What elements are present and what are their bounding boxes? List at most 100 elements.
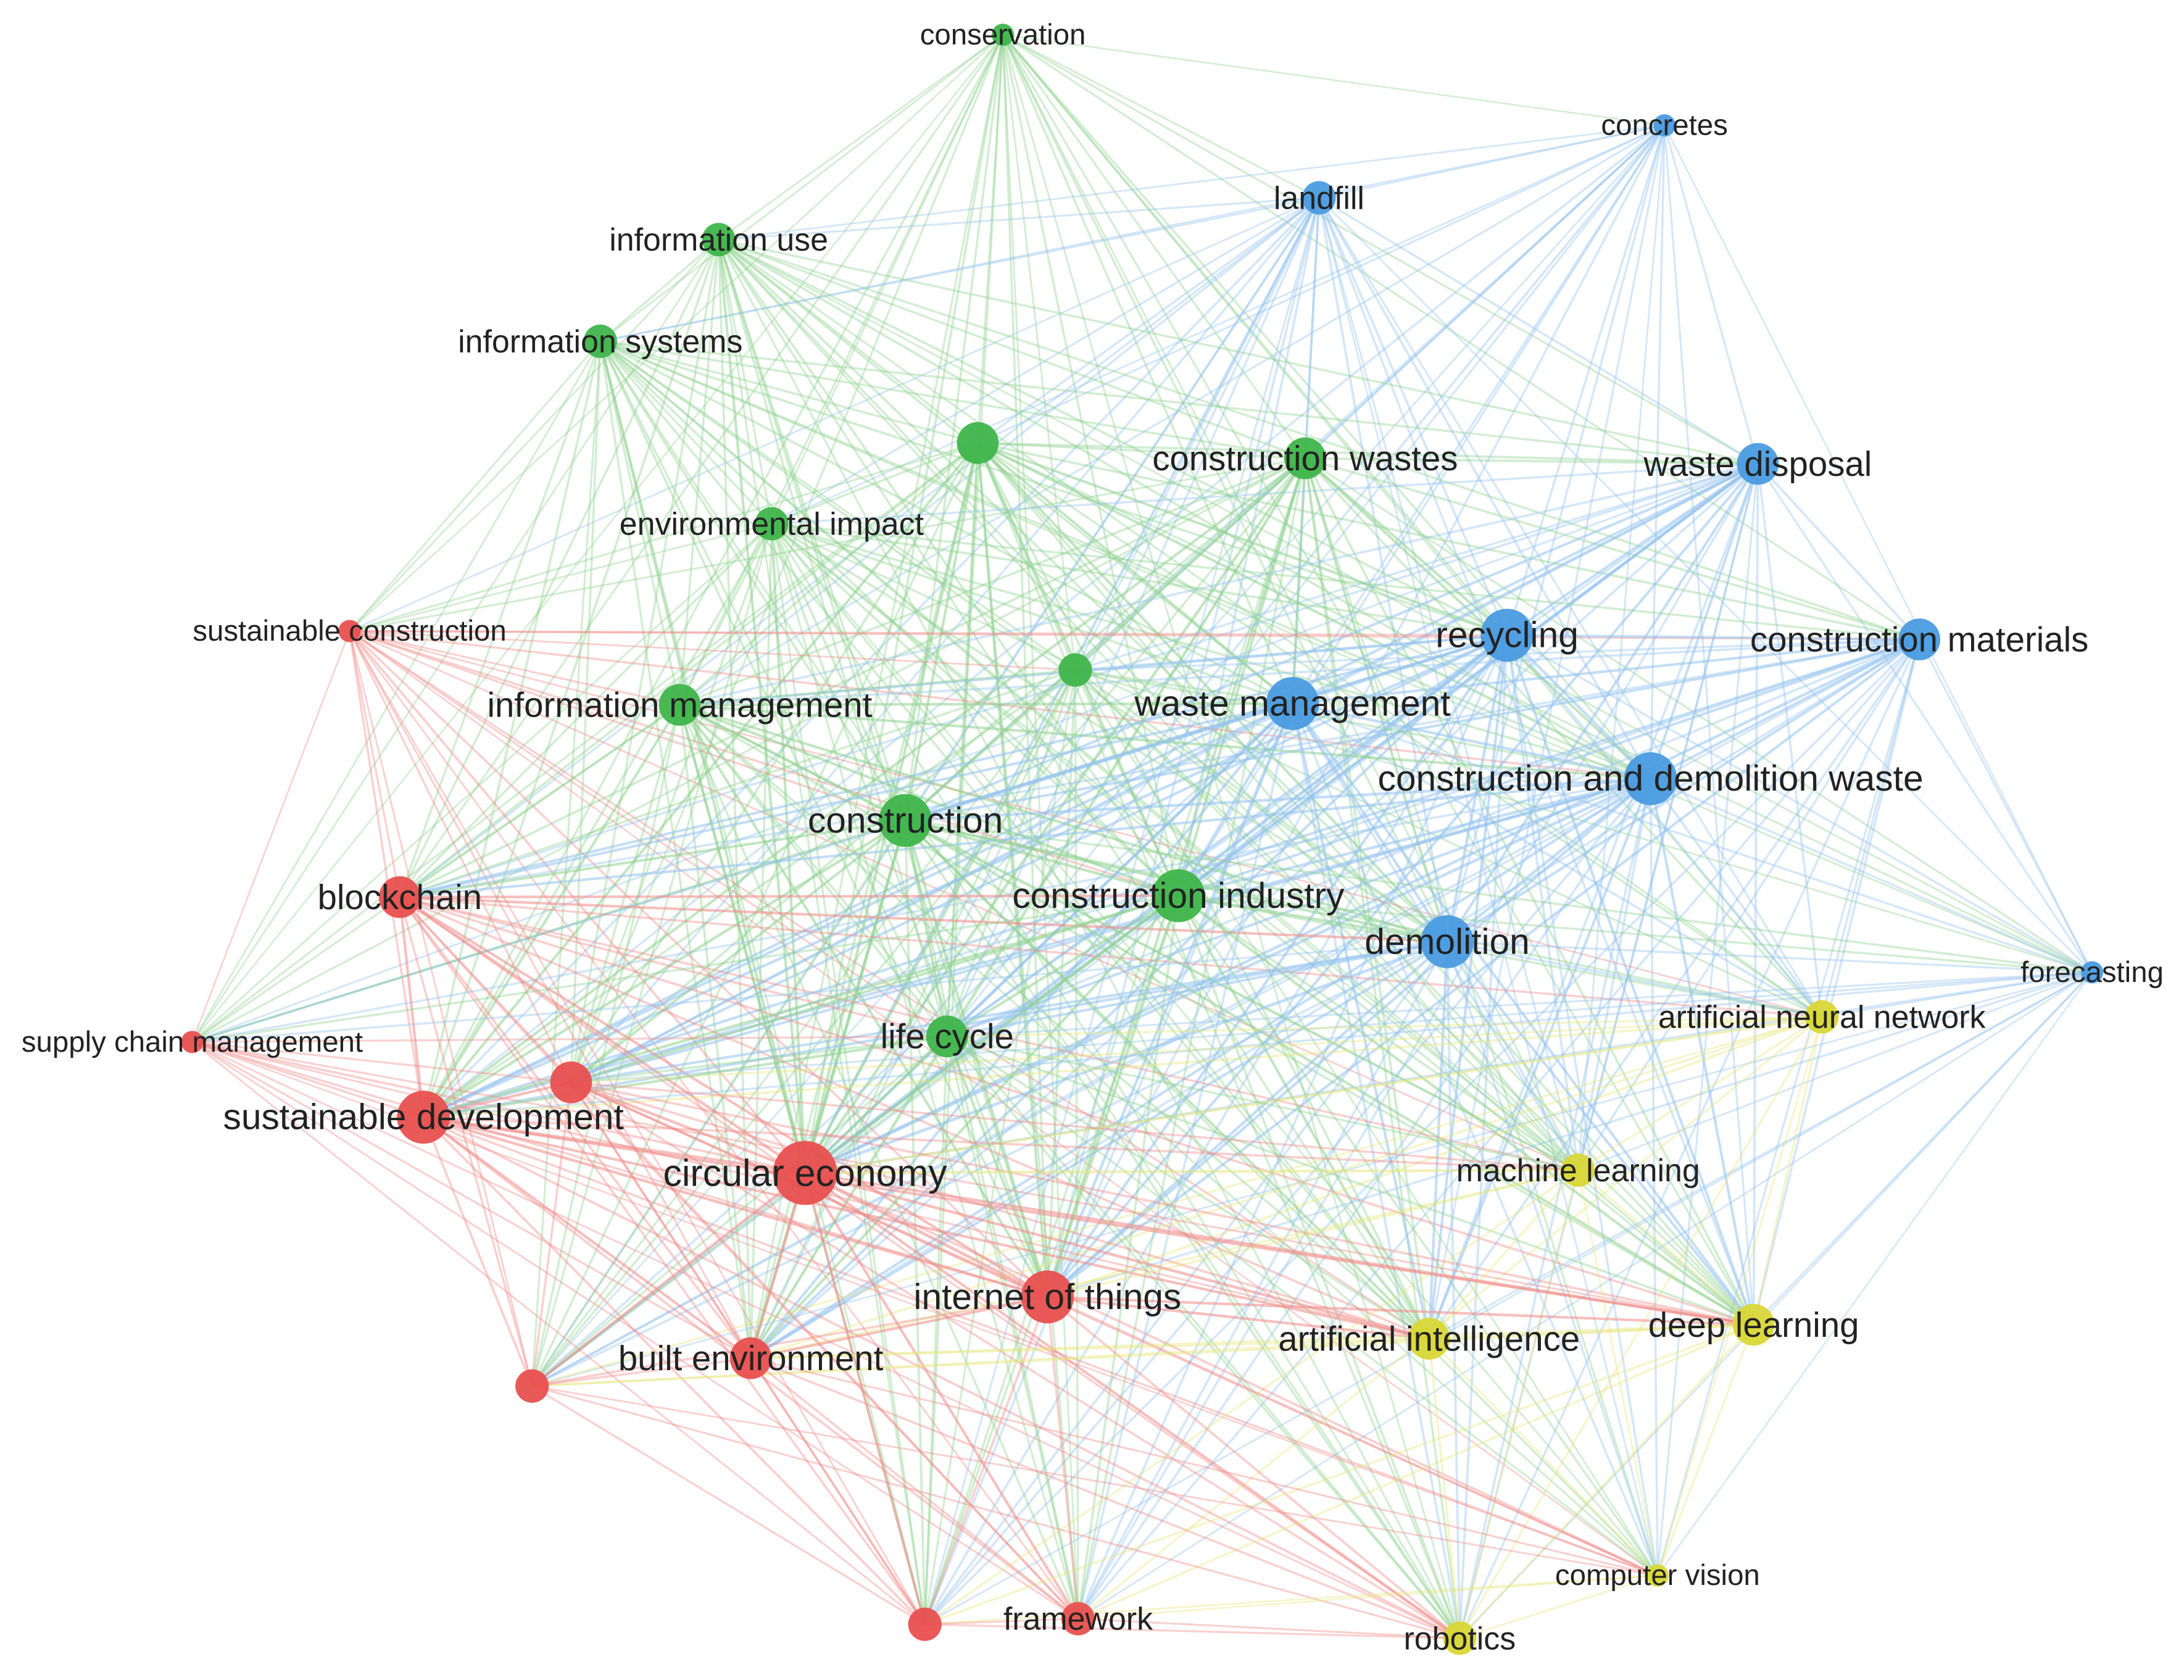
- edge-construction_and_demolition_waste-demolition: [1445, 777, 1652, 944]
- node-recycling[interactable]: [1480, 609, 1534, 662]
- edge-sustainable_construction-red_unlabeled_2: [349, 630, 533, 1387]
- node-machine-learning[interactable]: [1561, 1153, 1595, 1187]
- node-waste-disposal[interactable]: [1737, 443, 1779, 485]
- node-waste-management[interactable]: [1266, 676, 1319, 730]
- edge-framework-robotics: [1077, 1618, 1461, 1639]
- edge-construction_industry-forecasting: [1177, 894, 2093, 974]
- edge-computer_vision-robotics: [1458, 1574, 1659, 1639]
- edge-artificial_neural_network-circular_economy: [803, 1015, 1824, 1175]
- edge-concretes-deep_learning: [1663, 124, 1755, 1326]
- edge-concretes-machine_learning: [1577, 124, 1666, 1171]
- node-artificial-neural-network[interactable]: [1805, 1000, 1839, 1034]
- edge-blockchain-circular_economy: [398, 896, 807, 1175]
- node-computer-vision[interactable]: [1646, 1564, 1669, 1587]
- edge-information_systems-machine_learning: [599, 340, 1579, 1171]
- node-construction-industry[interactable]: [1152, 869, 1205, 923]
- edge-green_unlabeled_2-life_cycle: [945, 668, 1077, 1038]
- node-red-unlabeled-3[interactable]: [908, 1607, 942, 1641]
- edge-construction_wastes-sustainable_construction: [348, 457, 1306, 633]
- node-robotics[interactable]: [1443, 1621, 1477, 1655]
- node-sustainable-construction[interactable]: [338, 620, 361, 642]
- edge-green_unlabeled_2-red_unlabeled_3: [924, 669, 1077, 1626]
- node-information-management[interactable]: [658, 684, 701, 726]
- edge-construction_and_demolition_waste-internet_of_things: [1045, 777, 1652, 1299]
- edge-concretes-sustainable_development: [422, 124, 1666, 1118]
- edge-internet_of_things-built_environment: [749, 1295, 1049, 1360]
- edge-artificial_neural_network-framework: [1077, 1016, 1823, 1620]
- edge-construction_industry-circular_economy: [803, 894, 1180, 1175]
- node-red-unlabeled-1[interactable]: [550, 1061, 592, 1104]
- node-construction-and-demolition-waste[interactable]: [1624, 752, 1677, 805]
- edge-information_systems-circular_economy: [599, 339, 807, 1175]
- edge-sustainable_construction-supply_chain_management: [191, 630, 351, 1043]
- node-construction-materials[interactable]: [1898, 618, 1941, 660]
- node-concretes[interactable]: [1653, 114, 1676, 137]
- edge-blockchain-robotics: [398, 896, 1461, 1640]
- edge-internet_of_things-computer_vision: [1046, 1295, 1659, 1577]
- edge-green_unlabeled_1-construction_wastes: [976, 441, 1306, 460]
- edge-waste_disposal-red_unlabeled_2: [531, 462, 1759, 1387]
- edge-demolition-circular_economy: [803, 940, 1449, 1175]
- edge-construction_industry-sustainable_development: [421, 894, 1180, 1119]
- node-construction-wastes[interactable]: [1284, 437, 1326, 480]
- edge-life_cycle-artificial_intelligence: [945, 1035, 1430, 1340]
- edge-concretes-life_cycle: [946, 124, 1666, 1038]
- edge-demolition-life_cycle: [945, 940, 1449, 1038]
- node-blockchain[interactable]: [378, 876, 421, 918]
- edge-construction_and_demolition_waste-sustainable_development: [421, 777, 1652, 1119]
- edge-sustainable_construction-red_unlabeled_3: [349, 630, 926, 1626]
- edge-waste_management-supply_chain_management: [191, 702, 1294, 1044]
- node-information-systems[interactable]: [583, 324, 617, 359]
- node-life-cycle[interactable]: [926, 1015, 968, 1058]
- node-demolition[interactable]: [1421, 915, 1474, 968]
- edge-construction-sustainable_development: [421, 819, 907, 1119]
- edge-waste_disposal-forecasting: [1756, 462, 2093, 974]
- node-green-unlabeled-2[interactable]: [1058, 653, 1092, 687]
- edge-environmental_impact-information_management: [678, 522, 773, 706]
- edge-sustainable_construction-built_environment: [348, 630, 752, 1360]
- edge-concretes-forecasting: [1663, 124, 2093, 973]
- node-deep-learning[interactable]: [1732, 1304, 1775, 1346]
- node-framework[interactable]: [1061, 1602, 1095, 1636]
- edge-supply_chain_management-red_unlabeled_3: [191, 1041, 926, 1626]
- edge-built_environment-robotics: [749, 1357, 1461, 1640]
- node-landfill[interactable]: [1302, 181, 1336, 215]
- label-concretes: concretes: [1601, 109, 1727, 142]
- edge-red_unlabeled_3-framework: [924, 1618, 1079, 1626]
- edge-construction_industry-deep_learning: [1177, 894, 1755, 1326]
- node-artificial-intelligence[interactable]: [1408, 1318, 1450, 1360]
- edge-concretes-construction_and_demolition_waste: [1649, 124, 1666, 780]
- edge-circular_economy-red_unlabeled_3: [803, 1171, 926, 1626]
- node-circular-economy[interactable]: [773, 1141, 837, 1205]
- edge-information_systems-supply_chain_management: [191, 340, 602, 1043]
- node-internet-of-things[interactable]: [1021, 1270, 1074, 1324]
- edge-recycling-deep_learning: [1505, 634, 1755, 1326]
- node-green-unlabeled-1[interactable]: [957, 422, 999, 464]
- node-sustainable-development[interactable]: [397, 1091, 451, 1144]
- node-supply-chain-management[interactable]: [181, 1031, 204, 1054]
- edge-construction_industry-demolition: [1177, 894, 1449, 944]
- node-red-unlabeled-2[interactable]: [515, 1369, 549, 1403]
- edge-supply_chain_management-life_cycle: [191, 1035, 949, 1043]
- node-forecasting[interactable]: [2080, 961, 2104, 984]
- edge-construction_materials-circular_economy: [803, 638, 1921, 1175]
- edge-red_unlabeled_2-red_unlabeled_3: [531, 1385, 926, 1626]
- node-construction[interactable]: [879, 794, 932, 847]
- edge-recycling-robotics: [1458, 634, 1509, 1640]
- label-environmental-impact: environmental impact: [620, 506, 924, 542]
- edge-life_cycle-circular_economy: [803, 1034, 949, 1175]
- edge-artificial_intelligence-deep_learning: [1427, 1323, 1755, 1340]
- edge-information_systems-sustainable_development: [422, 340, 602, 1119]
- edge-green_unlabeled_2-information_management: [678, 668, 1077, 706]
- edge-landfill-waste_disposal: [1318, 196, 1759, 465]
- node-conservation[interactable]: [991, 23, 1015, 46]
- edge-green_unlabeled_1-environmental_impact: [770, 441, 979, 525]
- node-environmental-impact[interactable]: [755, 507, 789, 541]
- node-information-use[interactable]: [702, 223, 736, 257]
- edge-construction_industry-internet_of_things: [1045, 894, 1180, 1299]
- edge-recycling-internet_of_things: [1045, 633, 1509, 1299]
- node-built-environment[interactable]: [729, 1337, 772, 1379]
- edge-waste_disposal-construction_materials: [1756, 462, 1921, 641]
- edge-landfill-demolition: [1318, 196, 1448, 943]
- edge-information_management-machine_learning: [678, 704, 1579, 1171]
